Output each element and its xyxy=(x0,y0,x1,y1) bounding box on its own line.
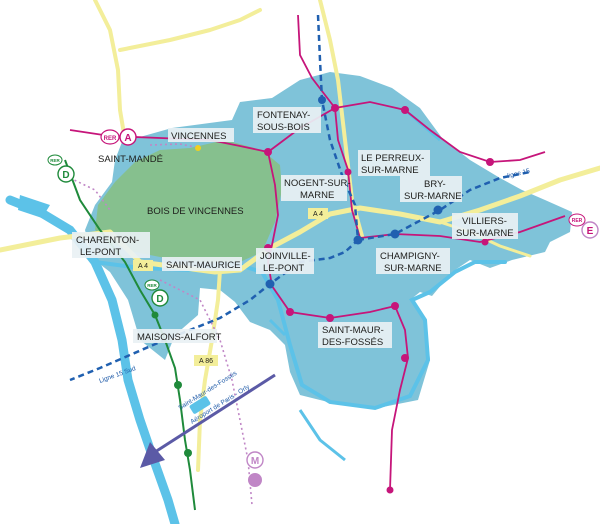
svg-text:RER: RER xyxy=(104,136,117,142)
label-nogent: NOGENT-SUR- MARNE xyxy=(281,175,351,201)
metro-badge: M xyxy=(246,451,264,469)
svg-text:A 4: A 4 xyxy=(313,211,323,218)
label-le-perreux: LE PERREUX- SUR-MARNE xyxy=(358,150,430,176)
label-vincennes: VINCENNES xyxy=(168,128,234,142)
svg-text:D: D xyxy=(156,294,163,305)
svg-text:D: D xyxy=(62,170,69,181)
svg-text:E: E xyxy=(587,226,594,237)
svg-text:SOUS-BOIS: SOUS-BOIS xyxy=(257,122,310,133)
orly-arrow xyxy=(140,373,276,468)
svg-text:DES-FOSSÉS: DES-FOSSÉS xyxy=(322,337,383,348)
svg-text:MAISONS-ALFORT: MAISONS-ALFORT xyxy=(137,332,221,343)
bois-de-vincennes-area xyxy=(95,140,282,262)
label-charenton: CHARENTON- LE-PONT xyxy=(72,232,150,258)
label-saint-maurice: SAINT-MAURICE xyxy=(162,257,242,271)
rer-a-badge: RER A xyxy=(100,128,137,146)
label-bois-de-vincennes: BOIS DE VINCENNES xyxy=(147,206,244,217)
label-saint-maur: SAINT-MAUR- DES-FOSSÉS xyxy=(318,322,392,348)
ligne-15 xyxy=(69,14,531,382)
svg-text:RER: RER xyxy=(50,158,60,163)
rer-e-badge: RER E xyxy=(568,213,599,239)
road-label-a86: A 86 xyxy=(194,355,218,366)
svg-text:LE-PONT: LE-PONT xyxy=(80,247,121,258)
metro-m-station xyxy=(248,473,262,487)
water-patch xyxy=(18,195,50,218)
svg-text:CHARENTON-: CHARENTON- xyxy=(76,235,139,246)
road-label-a4-west: A 4 xyxy=(133,260,153,271)
label-bry: BRY- SUR-MARNE xyxy=(400,176,462,202)
station-vincennes xyxy=(195,145,201,151)
svg-text:VINCENNES: VINCENNES xyxy=(171,131,226,142)
svg-text:SUR-MARNE: SUR-MARNE xyxy=(361,165,419,176)
svg-text:JOINVILLE-: JOINVILLE- xyxy=(260,251,311,262)
label-villiers: VILLIERS- SUR-MARNE xyxy=(452,213,518,239)
svg-text:A: A xyxy=(124,133,131,144)
label-champigny: CHAMPIGNY- SUR-MARNE xyxy=(376,248,450,274)
rer-d-line xyxy=(64,159,196,511)
label-saint-mande: SAINT-MANDÉ xyxy=(98,154,163,165)
dotted-lines xyxy=(69,143,253,506)
rer-d-badge-north: RER D xyxy=(47,154,75,183)
road-label-a4-east: A 4 xyxy=(308,208,328,219)
svg-text:SAINT-MAUR-: SAINT-MAUR- xyxy=(322,325,384,336)
svg-text:SUR-MARNE: SUR-MARNE xyxy=(384,263,442,274)
stations-rer-d xyxy=(151,311,192,457)
svg-text:SUR-MARNE: SUR-MARNE xyxy=(456,228,514,239)
svg-text:VILLIERS-: VILLIERS- xyxy=(462,216,507,227)
ligne-15-east-label: ligne 15 xyxy=(507,168,531,180)
svg-text:RER: RER xyxy=(147,283,157,288)
svg-text:BRY-: BRY- xyxy=(424,179,446,190)
stations-ligne-15 xyxy=(265,96,443,289)
svg-text:LE-PONT: LE-PONT xyxy=(263,263,304,274)
svg-text:LE PERREUX-: LE PERREUX- xyxy=(361,153,424,164)
label-fontenay: FONTENAY- SOUS-BOIS xyxy=(253,107,321,133)
svg-text:MARNE: MARNE xyxy=(300,190,334,201)
svg-text:SAINT-MAURICE: SAINT-MAURICE xyxy=(166,260,240,271)
river-seine xyxy=(5,195,180,524)
rer-d-badge-south: RER D xyxy=(144,279,169,307)
svg-text:SUR-MARNE: SUR-MARNE xyxy=(404,191,462,202)
label-joinville: JOINVILLE- LE-PONT xyxy=(256,248,314,274)
svg-text:A 86: A 86 xyxy=(199,358,213,365)
svg-text:A 4: A 4 xyxy=(138,263,148,270)
svg-text:NOGENT-SUR-: NOGENT-SUR- xyxy=(284,178,351,189)
svg-text:CHAMPIGNY-: CHAMPIGNY- xyxy=(380,251,440,262)
svg-text:RER: RER xyxy=(572,218,583,224)
label-maisons-alfort: MAISONS-ALFORT xyxy=(133,329,221,343)
svg-text:M: M xyxy=(251,456,259,467)
svg-text:FONTENAY-: FONTENAY- xyxy=(257,110,310,121)
